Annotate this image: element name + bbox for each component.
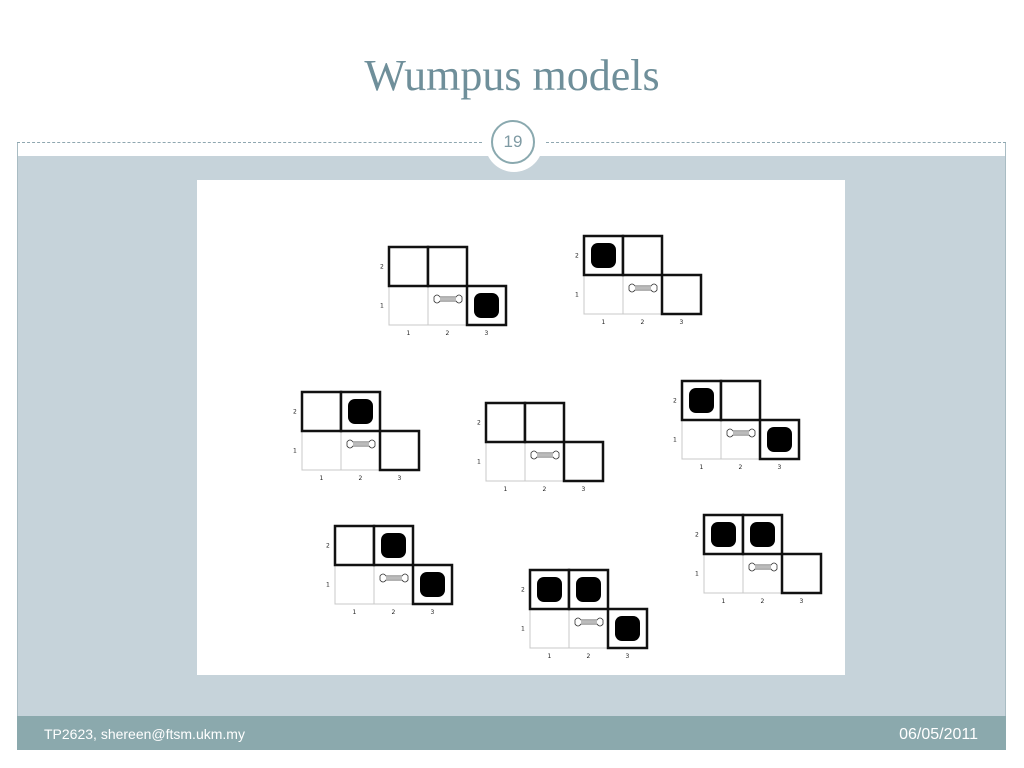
models-diagram: 2 1 1 2 3 2 1 1 2 3 2 1 1 2 3 2 1 1 2 3 2 1 1 2 3 2 1 1 2 3 2 1 1 2 3 2 1 1 2 3 bbox=[293, 234, 823, 660]
col-tick-label: 3 bbox=[398, 475, 402, 482]
visited-cell bbox=[485, 441, 526, 482]
col-tick-label: 2 bbox=[761, 598, 765, 605]
row-tick-label: 1 bbox=[521, 626, 525, 633]
frontier-cell bbox=[300, 390, 343, 433]
pit-marker bbox=[750, 522, 775, 547]
frontier-cell bbox=[660, 273, 703, 316]
pit-marker bbox=[767, 427, 792, 452]
col-tick-label: 1 bbox=[504, 486, 508, 493]
visited-cell bbox=[622, 274, 663, 315]
frontier-cell bbox=[484, 401, 527, 444]
frontier-cell bbox=[387, 245, 430, 288]
col-tick-label: 3 bbox=[582, 486, 586, 493]
col-tick-label: 1 bbox=[700, 464, 704, 471]
visited-cell bbox=[524, 441, 565, 482]
visited-cell bbox=[388, 285, 429, 326]
row-tick-label: 1 bbox=[575, 292, 579, 299]
visited-cell bbox=[742, 553, 783, 594]
visited-cell bbox=[301, 430, 342, 471]
col-tick-label: 1 bbox=[602, 319, 606, 326]
col-tick-label: 1 bbox=[407, 330, 411, 337]
visited-cell bbox=[720, 419, 761, 460]
pit-marker bbox=[381, 533, 406, 558]
frontier-cell bbox=[621, 234, 664, 277]
visited-cell bbox=[703, 553, 744, 594]
row-tick-label: 2 bbox=[293, 409, 297, 416]
visited-cell bbox=[529, 608, 570, 649]
col-tick-label: 2 bbox=[641, 319, 645, 326]
row-tick-label: 2 bbox=[521, 587, 525, 594]
frontier-cell bbox=[606, 607, 649, 650]
col-tick-label: 1 bbox=[722, 598, 726, 605]
col-tick-label: 2 bbox=[446, 330, 450, 337]
frontier-cell bbox=[719, 379, 762, 422]
row-tick-label: 2 bbox=[695, 532, 699, 539]
row-tick-label: 2 bbox=[326, 543, 330, 550]
divider-right bbox=[546, 142, 1006, 143]
pit-marker bbox=[591, 243, 616, 268]
frontier-cell bbox=[378, 429, 421, 472]
visited-cell bbox=[340, 430, 381, 471]
visited-cell bbox=[427, 285, 468, 326]
footer-bar bbox=[17, 716, 1006, 750]
pit-marker bbox=[537, 577, 562, 602]
pit-marker bbox=[689, 388, 714, 413]
frontier-cell bbox=[426, 245, 469, 288]
pit-marker bbox=[420, 572, 445, 597]
page-number: 19 bbox=[491, 120, 535, 164]
pit-marker bbox=[474, 293, 499, 318]
pit-marker bbox=[615, 616, 640, 641]
col-tick-label: 3 bbox=[680, 319, 684, 326]
row-tick-label: 2 bbox=[477, 420, 481, 427]
col-tick-label: 3 bbox=[485, 330, 489, 337]
col-tick-label: 3 bbox=[800, 598, 804, 605]
visited-cell bbox=[334, 564, 375, 605]
footer-author: TP2623, shereen@ftsm.ukm.my bbox=[44, 726, 245, 742]
col-tick-label: 2 bbox=[359, 475, 363, 482]
col-tick-label: 3 bbox=[778, 464, 782, 471]
pit-marker bbox=[348, 399, 373, 424]
col-tick-label: 2 bbox=[392, 609, 396, 616]
row-tick-label: 2 bbox=[575, 253, 579, 260]
visited-cell bbox=[681, 419, 722, 460]
footer-date: 06/05/2011 bbox=[899, 726, 978, 743]
wumpus-models-figure: 2 1 1 2 3 2 1 1 2 3 2 1 1 2 3 2 1 1 2 3 2 1 1 2 3 2 1 1 2 3 2 1 1 2 3 2 1 1 2 3 bbox=[197, 180, 845, 675]
frontier-cell bbox=[333, 524, 376, 567]
divider-left bbox=[17, 142, 482, 143]
col-tick-label: 2 bbox=[739, 464, 743, 471]
col-tick-label: 2 bbox=[587, 653, 591, 660]
pit-marker bbox=[576, 577, 601, 602]
pit-marker bbox=[711, 522, 736, 547]
row-tick-label: 1 bbox=[477, 459, 481, 466]
col-tick-label: 1 bbox=[353, 609, 357, 616]
frontier-cell bbox=[523, 401, 566, 444]
visited-cell bbox=[568, 608, 609, 649]
row-tick-label: 2 bbox=[673, 398, 677, 405]
row-tick-label: 1 bbox=[673, 437, 677, 444]
row-tick-label: 1 bbox=[326, 582, 330, 589]
col-tick-label: 3 bbox=[431, 609, 435, 616]
row-tick-label: 1 bbox=[293, 448, 297, 455]
row-tick-label: 1 bbox=[695, 571, 699, 578]
col-tick-label: 1 bbox=[320, 475, 324, 482]
col-tick-label: 1 bbox=[548, 653, 552, 660]
frontier-cell bbox=[780, 552, 823, 595]
frontier-cell bbox=[562, 440, 605, 483]
col-tick-label: 2 bbox=[543, 486, 547, 493]
col-tick-label: 3 bbox=[626, 653, 630, 660]
visited-cell bbox=[373, 564, 414, 605]
row-tick-label: 2 bbox=[380, 264, 384, 271]
row-tick-label: 1 bbox=[380, 303, 384, 310]
slide-title: Wumpus models bbox=[364, 51, 660, 100]
visited-cell bbox=[583, 274, 624, 315]
